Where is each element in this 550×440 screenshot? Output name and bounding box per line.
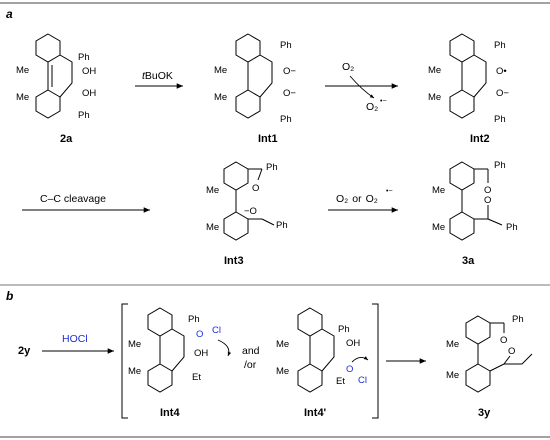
- int4p-label: Int4': [304, 407, 327, 419]
- int1-o-bottom: O−: [283, 88, 296, 99]
- compound-int4-prime: [297, 307, 335, 393]
- step2-reagent-top: O₂: [342, 61, 354, 73]
- 2a-me-top: Me: [16, 65, 29, 76]
- int3-ph-bottom: Ph: [276, 220, 288, 231]
- int1-ph-bottom: Ph: [280, 114, 292, 125]
- reagent-hocl: HOCl: [62, 333, 88, 345]
- int4-et: Et: [192, 372, 201, 383]
- int1-label: Int1: [258, 133, 278, 145]
- step2-curl: [349, 75, 375, 99]
- int2-o-anion: O−: [496, 88, 509, 99]
- compound-int1: [235, 33, 273, 119]
- 3y-me-top: Me: [446, 339, 459, 350]
- int4-cl: Cl: [212, 325, 221, 336]
- compound-3y: [465, 315, 533, 393]
- 2a-label: 2a: [60, 133, 73, 145]
- step2-radical-anion: •−: [380, 98, 387, 105]
- step2-reagent-bottom: O₂: [366, 101, 378, 113]
- bracket-right: [372, 303, 379, 419]
- int3-o-carbonyl: O: [252, 183, 259, 194]
- 2a-oh-bottom: OH: [82, 88, 96, 99]
- int4-label: Int4: [160, 407, 180, 419]
- connector-or: /or: [244, 359, 257, 371]
- int4p-et: Et: [336, 376, 345, 387]
- 3a-me-bottom: Me: [432, 222, 445, 233]
- int4-ph: Ph: [188, 314, 200, 325]
- 2a-ph-top: Ph: [78, 52, 90, 63]
- 2a-ph-bottom: Ph: [78, 110, 90, 121]
- int2-me-top: Me: [428, 65, 441, 76]
- start-2y: 2y: [18, 345, 31, 357]
- int3-me-bottom: Me: [206, 222, 219, 233]
- int2-o-radical: O•: [496, 66, 507, 77]
- 3a-label: 3a: [462, 255, 475, 267]
- int4-me-bottom: Me: [128, 366, 141, 377]
- compound-2a: [35, 33, 73, 119]
- panel-b-label: b: [6, 289, 13, 303]
- int4p-ph: Ph: [338, 324, 350, 335]
- int3-ph-top: Ph: [266, 162, 278, 173]
- int4-curl: [217, 339, 232, 357]
- int2-ph-top: Ph: [494, 40, 506, 51]
- int3-me-top: Me: [206, 185, 219, 196]
- 3a-ph-bottom: Ph: [506, 222, 518, 233]
- step4-radical-anion: •−: [386, 188, 393, 195]
- compound-3a: [449, 161, 503, 241]
- panel-a-label: a: [6, 7, 13, 21]
- compound-int4: [147, 307, 185, 393]
- int4p-cl: Cl: [358, 375, 367, 386]
- int4p-o: O: [346, 364, 353, 375]
- 3y-o-top: O: [500, 335, 507, 346]
- int1-ph-top: Ph: [280, 40, 292, 51]
- int2-ph-bottom: Ph: [494, 114, 506, 125]
- step3-label: C–C cleavage: [40, 193, 106, 205]
- 3y-ph: Ph: [512, 314, 524, 325]
- 3a-ph-top: Ph: [494, 160, 506, 171]
- int3-label: Int3: [224, 255, 244, 267]
- int1-me-bottom: Me: [214, 92, 227, 103]
- int4p-me-top: Me: [276, 339, 289, 350]
- compound-int3: [223, 161, 275, 241]
- int4p-me-bottom: Me: [276, 366, 289, 377]
- 2a-oh-top: OH: [82, 66, 96, 77]
- int1-me-top: Me: [214, 65, 227, 76]
- int2-me-bottom: Me: [428, 92, 441, 103]
- 3a-o-top: O: [484, 185, 491, 196]
- step1-reagent: tBuOK: [142, 70, 173, 82]
- int4-me-top: Me: [128, 339, 141, 350]
- int3-o-anion: −O: [244, 206, 257, 217]
- 3a-o-bottom: O: [484, 195, 491, 206]
- connector-and: and: [242, 345, 260, 357]
- int4p-curl: [351, 356, 369, 363]
- compound-int2: [449, 33, 487, 119]
- 3y-label: 3y: [478, 407, 491, 419]
- int2-label: Int2: [470, 133, 490, 145]
- int4-o: O: [196, 329, 203, 340]
- 3y-me-bottom: Me: [446, 370, 459, 381]
- int4-oh: OH: [194, 348, 208, 359]
- 3a-me-top: Me: [432, 185, 445, 196]
- 3y-o-bottom: O: [508, 346, 515, 357]
- bracket-left: [121, 303, 128, 419]
- int1-o-top: O−: [283, 66, 296, 77]
- int4p-oh: OH: [346, 338, 360, 349]
- 2a-me-bottom: Me: [16, 92, 29, 103]
